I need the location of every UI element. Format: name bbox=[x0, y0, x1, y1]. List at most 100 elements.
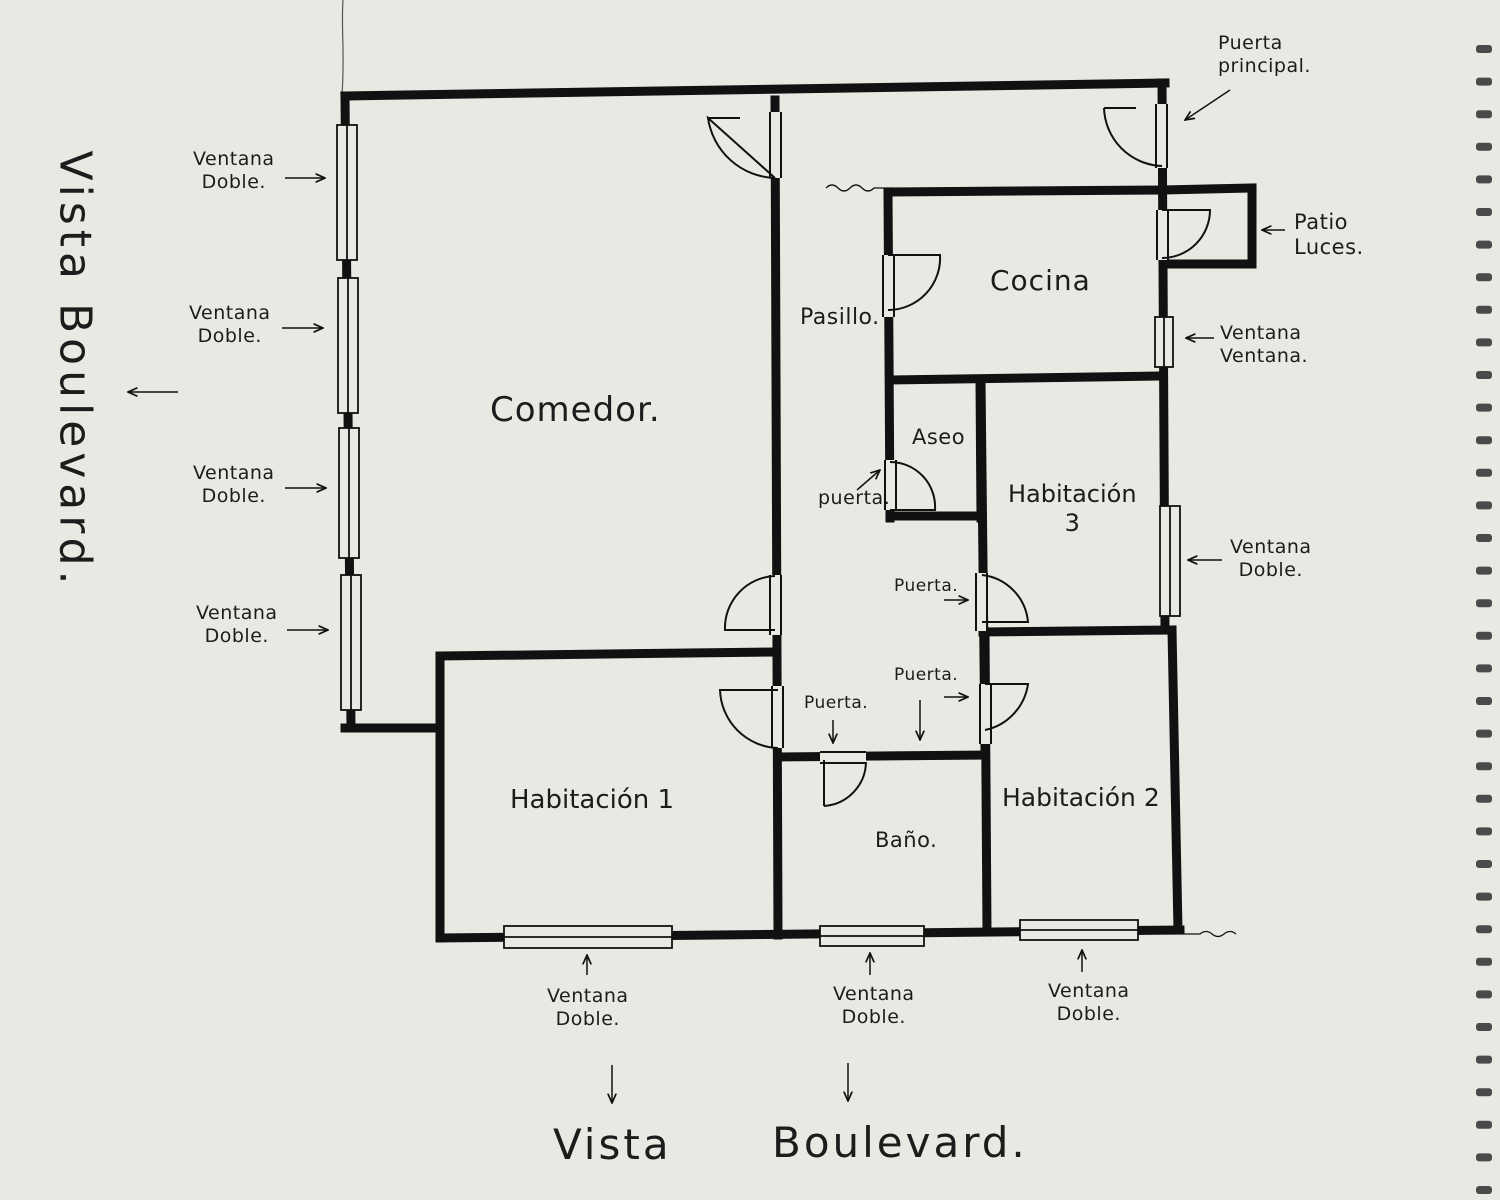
spiral-coil bbox=[1476, 142, 1492, 151]
label-ventana-doble-bottom-3-line1: Ventana bbox=[1048, 980, 1130, 1002]
wall-hab1-top bbox=[435, 647, 780, 661]
spiral-coil bbox=[1476, 240, 1492, 249]
label-puerta-principal-line2: principal. bbox=[1218, 54, 1311, 77]
spiral-coil bbox=[1476, 925, 1492, 934]
spiral-coil bbox=[1476, 664, 1492, 673]
room-cocina: Cocina bbox=[990, 264, 1091, 297]
spiral-coil bbox=[1476, 371, 1492, 379]
spiral-coil bbox=[1476, 77, 1492, 86]
spiral-coil bbox=[1476, 990, 1492, 999]
spiral-coil bbox=[1476, 436, 1492, 445]
label-ventana-doble-bottom-2: Ventana Doble. bbox=[833, 983, 915, 1029]
windows-left bbox=[336, 124, 362, 711]
label-ventana-doble-left-4-line1: Ventana bbox=[196, 602, 278, 624]
wall-bano-top bbox=[773, 750, 990, 762]
room-bano: Baño. bbox=[875, 828, 938, 852]
doors bbox=[706, 104, 1212, 807]
view-bottom-word2: Boulevard. bbox=[772, 1118, 1028, 1167]
annotation-arrows bbox=[128, 89, 1285, 1103]
windows-right bbox=[1154, 316, 1181, 617]
label-puerta-bano: Puerta. bbox=[804, 693, 869, 713]
label-ventana-doble-left-3: Ventana Doble. bbox=[193, 462, 275, 508]
room-habitacion-2: Habitación 2 bbox=[1002, 783, 1160, 812]
label-ventana-doble-left-2-line1: Ventana bbox=[189, 302, 271, 324]
spiral-coil bbox=[1476, 892, 1492, 901]
spiral-coil bbox=[1476, 1186, 1492, 1194]
wall-kitchen-bottom bbox=[885, 371, 1168, 385]
label-ventana-doble-left-2-line2: Doble. bbox=[197, 324, 262, 347]
label-ventana-doble-left-2: Ventana Doble. bbox=[189, 302, 271, 348]
label-ventana-ventana: Ventana Ventana. bbox=[1220, 322, 1308, 368]
label-ventana-doble-left-4-line2: Doble. bbox=[204, 624, 269, 647]
room-pasillo: Pasillo. bbox=[800, 305, 880, 330]
label-ventana-doble-bottom-2-line1: Ventana bbox=[833, 983, 915, 1005]
label-ventana-doble-left-1: Ventana Doble. bbox=[193, 148, 275, 194]
spiral-coil bbox=[1476, 599, 1492, 608]
label-ventana-ventana-line2: Ventana. bbox=[1220, 344, 1309, 367]
windows-bottom bbox=[503, 919, 1139, 949]
spiral-coil bbox=[1476, 1120, 1492, 1129]
wall-hab3-bottom bbox=[978, 625, 1177, 637]
label-ventana-doble-bottom-3-line2: Doble. bbox=[1056, 1002, 1121, 1025]
spiral-coil bbox=[1476, 338, 1492, 347]
label-puerta-principal-line1: Puerta bbox=[1218, 32, 1283, 54]
room-habitacion-3-line1: Habitación bbox=[1008, 480, 1137, 508]
spiral-coil bbox=[1476, 631, 1492, 640]
label-ventana-ventana-line1: Ventana bbox=[1220, 322, 1302, 344]
spiral-coil bbox=[1476, 1088, 1492, 1097]
spiral-coil bbox=[1476, 860, 1492, 868]
label-ventana-doble-right: Ventana Doble. bbox=[1230, 536, 1312, 582]
spiral-coil bbox=[1476, 794, 1492, 803]
label-patio-luces-line1: Patio bbox=[1294, 210, 1349, 234]
room-habitacion-3: Habitación 3 bbox=[1008, 480, 1137, 538]
room-comedor: Comedor. bbox=[490, 390, 661, 430]
label-puerta-hab3: Puerta. bbox=[894, 576, 959, 596]
view-bottom-word1: Vista bbox=[553, 1120, 672, 1169]
label-ventana-doble-bottom-1: Ventana Doble. bbox=[547, 985, 629, 1031]
margin-pencil-line bbox=[341, 0, 344, 96]
label-ventana-doble-bottom-3: Ventana Doble. bbox=[1048, 980, 1130, 1026]
wall-hab2-left bbox=[980, 627, 992, 937]
spiral-coil bbox=[1476, 208, 1492, 216]
wall-corridor-left bbox=[770, 95, 783, 940]
room-aseo: Aseo bbox=[912, 425, 966, 449]
room-habitacion-1: Habitación 1 bbox=[510, 785, 675, 815]
spiral-coil bbox=[1476, 1055, 1492, 1064]
spiral-coil bbox=[1476, 305, 1492, 314]
label-puerta-hab2: Puerta. bbox=[894, 665, 959, 685]
label-patio-luces: Patio Luces. bbox=[1294, 210, 1364, 260]
label-puerta-aseo: puerta. bbox=[818, 487, 891, 509]
label-ventana-doble-left-3-line1: Ventana bbox=[193, 462, 275, 484]
label-ventana-doble-right-line1: Ventana bbox=[1230, 536, 1312, 558]
spiral-coil bbox=[1476, 403, 1492, 412]
spiral-coil bbox=[1476, 697, 1492, 705]
label-ventana-doble-right-line2: Doble. bbox=[1238, 558, 1303, 581]
spiral-coil bbox=[1476, 1023, 1492, 1031]
spiral-coil bbox=[1476, 110, 1492, 119]
spiral-coil bbox=[1476, 729, 1492, 738]
spiral-coil bbox=[1476, 827, 1492, 836]
label-ventana-doble-left-1-line2: Doble. bbox=[201, 170, 266, 193]
spiral-coil bbox=[1476, 957, 1492, 966]
spiral-coil bbox=[1476, 273, 1492, 282]
label-ventana-doble-bottom-2-line2: Doble. bbox=[841, 1005, 906, 1028]
spiral-coil bbox=[1476, 468, 1492, 477]
room-habitacion-3-line2: 3 bbox=[1064, 508, 1080, 537]
wall-right-lower bbox=[1167, 625, 1183, 935]
spiral-coil bbox=[1476, 501, 1492, 510]
label-ventana-doble-bottom-1-line2: Doble. bbox=[555, 1007, 620, 1030]
spiral-coil bbox=[1476, 1153, 1492, 1162]
label-puerta-principal: Puerta principal. bbox=[1218, 32, 1311, 78]
spiral-coil bbox=[1476, 566, 1492, 575]
wall-kitchen-top bbox=[883, 185, 1165, 197]
spiral-binding bbox=[1476, 45, 1492, 1194]
label-ventana-doble-left-3-line2: Doble. bbox=[201, 484, 266, 507]
spiral-coil bbox=[1476, 175, 1492, 184]
label-patio-luces-line2: Luces. bbox=[1294, 235, 1364, 260]
label-ventana-doble-left-4: Ventana Doble. bbox=[196, 602, 278, 648]
label-ventana-doble-left-1-line1: Ventana bbox=[193, 148, 275, 170]
wall-top bbox=[340, 78, 1170, 101]
spiral-coil bbox=[1476, 45, 1492, 53]
spiral-coil bbox=[1476, 534, 1492, 542]
